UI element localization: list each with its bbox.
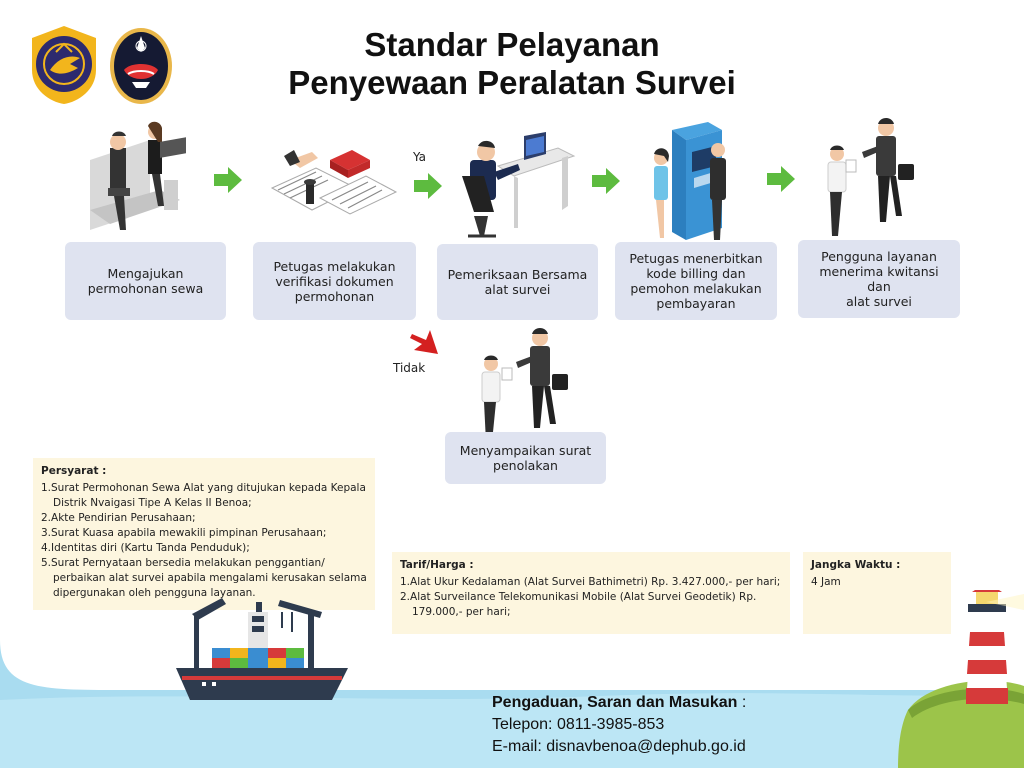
lighthouse-illustration [898,590,1024,768]
tariff-panel: Tarif/Harga : 1.Alat Ukur Kedalaman (Ala… [392,552,790,634]
receipt-handover-illustration [827,118,914,236]
tariff-item: 1.Alat Ukur Kedalaman (Alat Survei Bathi… [400,576,781,588]
decision-no-label: Tidak [393,361,426,375]
contact-phone: Telepon: 0811-3985-853 [492,716,665,733]
contact-block: Pengaduan, Saran dan Masukan : Telepon: … [492,692,746,758]
step-1-box: Mengajukan permohonan sewa [65,242,226,320]
flow-arrow-1 [214,167,242,193]
duration-heading: Jangka Waktu : [811,559,901,571]
step-2-box: Petugas melakukan verifikasi dokumen per… [253,242,416,320]
step-5-label: Pengguna layanan menerima kwitansi dan a… [819,249,939,309]
step-4-box: Petugas menerbitkan kode billing dan pem… [615,242,777,320]
document-verification-illustration [270,150,398,215]
requirements-heading: Persyarat : [41,465,107,477]
applicant-illustration [90,121,186,230]
requirement-item: 1.Surat Permohonan Sewa Alat yang dituju… [41,482,366,509]
step-3-box: Pemeriksaan Bersama alat survei [437,244,598,320]
contact-heading-line: Pengaduan, Saran dan Masukan : [492,692,746,714]
step-1-label: Mengajukan permohonan sewa [87,266,204,296]
decision-yes-label: Ya [413,150,427,164]
duration-value: 4 Jam [811,576,841,588]
flow-arrow-3 [592,168,620,194]
rejection-letter-illustration [481,328,568,442]
requirement-item: 4.Identitas diri (Kartu Tanda Penduduk); [41,542,250,554]
contact-heading-suffix: : [737,694,747,711]
page-title-line-2: Penyewaan Peralatan Survei [288,64,736,101]
tariff-heading: Tarif/Harga : [400,559,474,571]
step-3-label: Pemeriksaan Bersama alat survei [447,267,588,297]
flow-arrow-no [410,330,438,354]
requirement-item: 5.Surat Pernyataan bersedia melakukan pe… [41,557,367,599]
requirement-item: 2.Akte Pendirian Perusahaan; [41,512,196,524]
rejection-label: Menyampaikan surat penolakan [459,443,592,473]
flow-arrow-4 [767,166,795,192]
requirement-item: 3.Surat Kuasa apabila mewakili pimpinan … [41,527,327,539]
page-title-line-1: Standar Pelayanan [364,26,660,63]
duration-panel: Jangka Waktu : 4 Jam [803,552,951,634]
contact-email: E-mail: disnavbenoa@dephub.go.id [492,738,746,755]
cargo-ship-illustration [176,598,348,700]
tariff-item: 2.Alat Surveilance Telekomunikasi Mobile… [400,591,757,618]
step-2-label: Petugas melakukan verifikasi dokumen per… [273,258,396,304]
joint-inspection-illustration [462,132,576,238]
ministry-logo [32,26,96,104]
navigation-logo [110,28,172,104]
payment-illustration [654,122,726,240]
step-4-label: Petugas menerbitkan kode billing dan pem… [629,251,763,311]
flow-arrow-yes [414,173,442,199]
step-5-box: Pengguna layanan menerima kwitansi dan a… [798,240,960,318]
contact-heading: Pengaduan, Saran dan Masukan [492,694,738,711]
requirements-panel: Persyarat : 1.Surat Permohonan Sewa Alat… [33,458,375,610]
rejection-box: Menyampaikan surat penolakan [445,432,606,484]
